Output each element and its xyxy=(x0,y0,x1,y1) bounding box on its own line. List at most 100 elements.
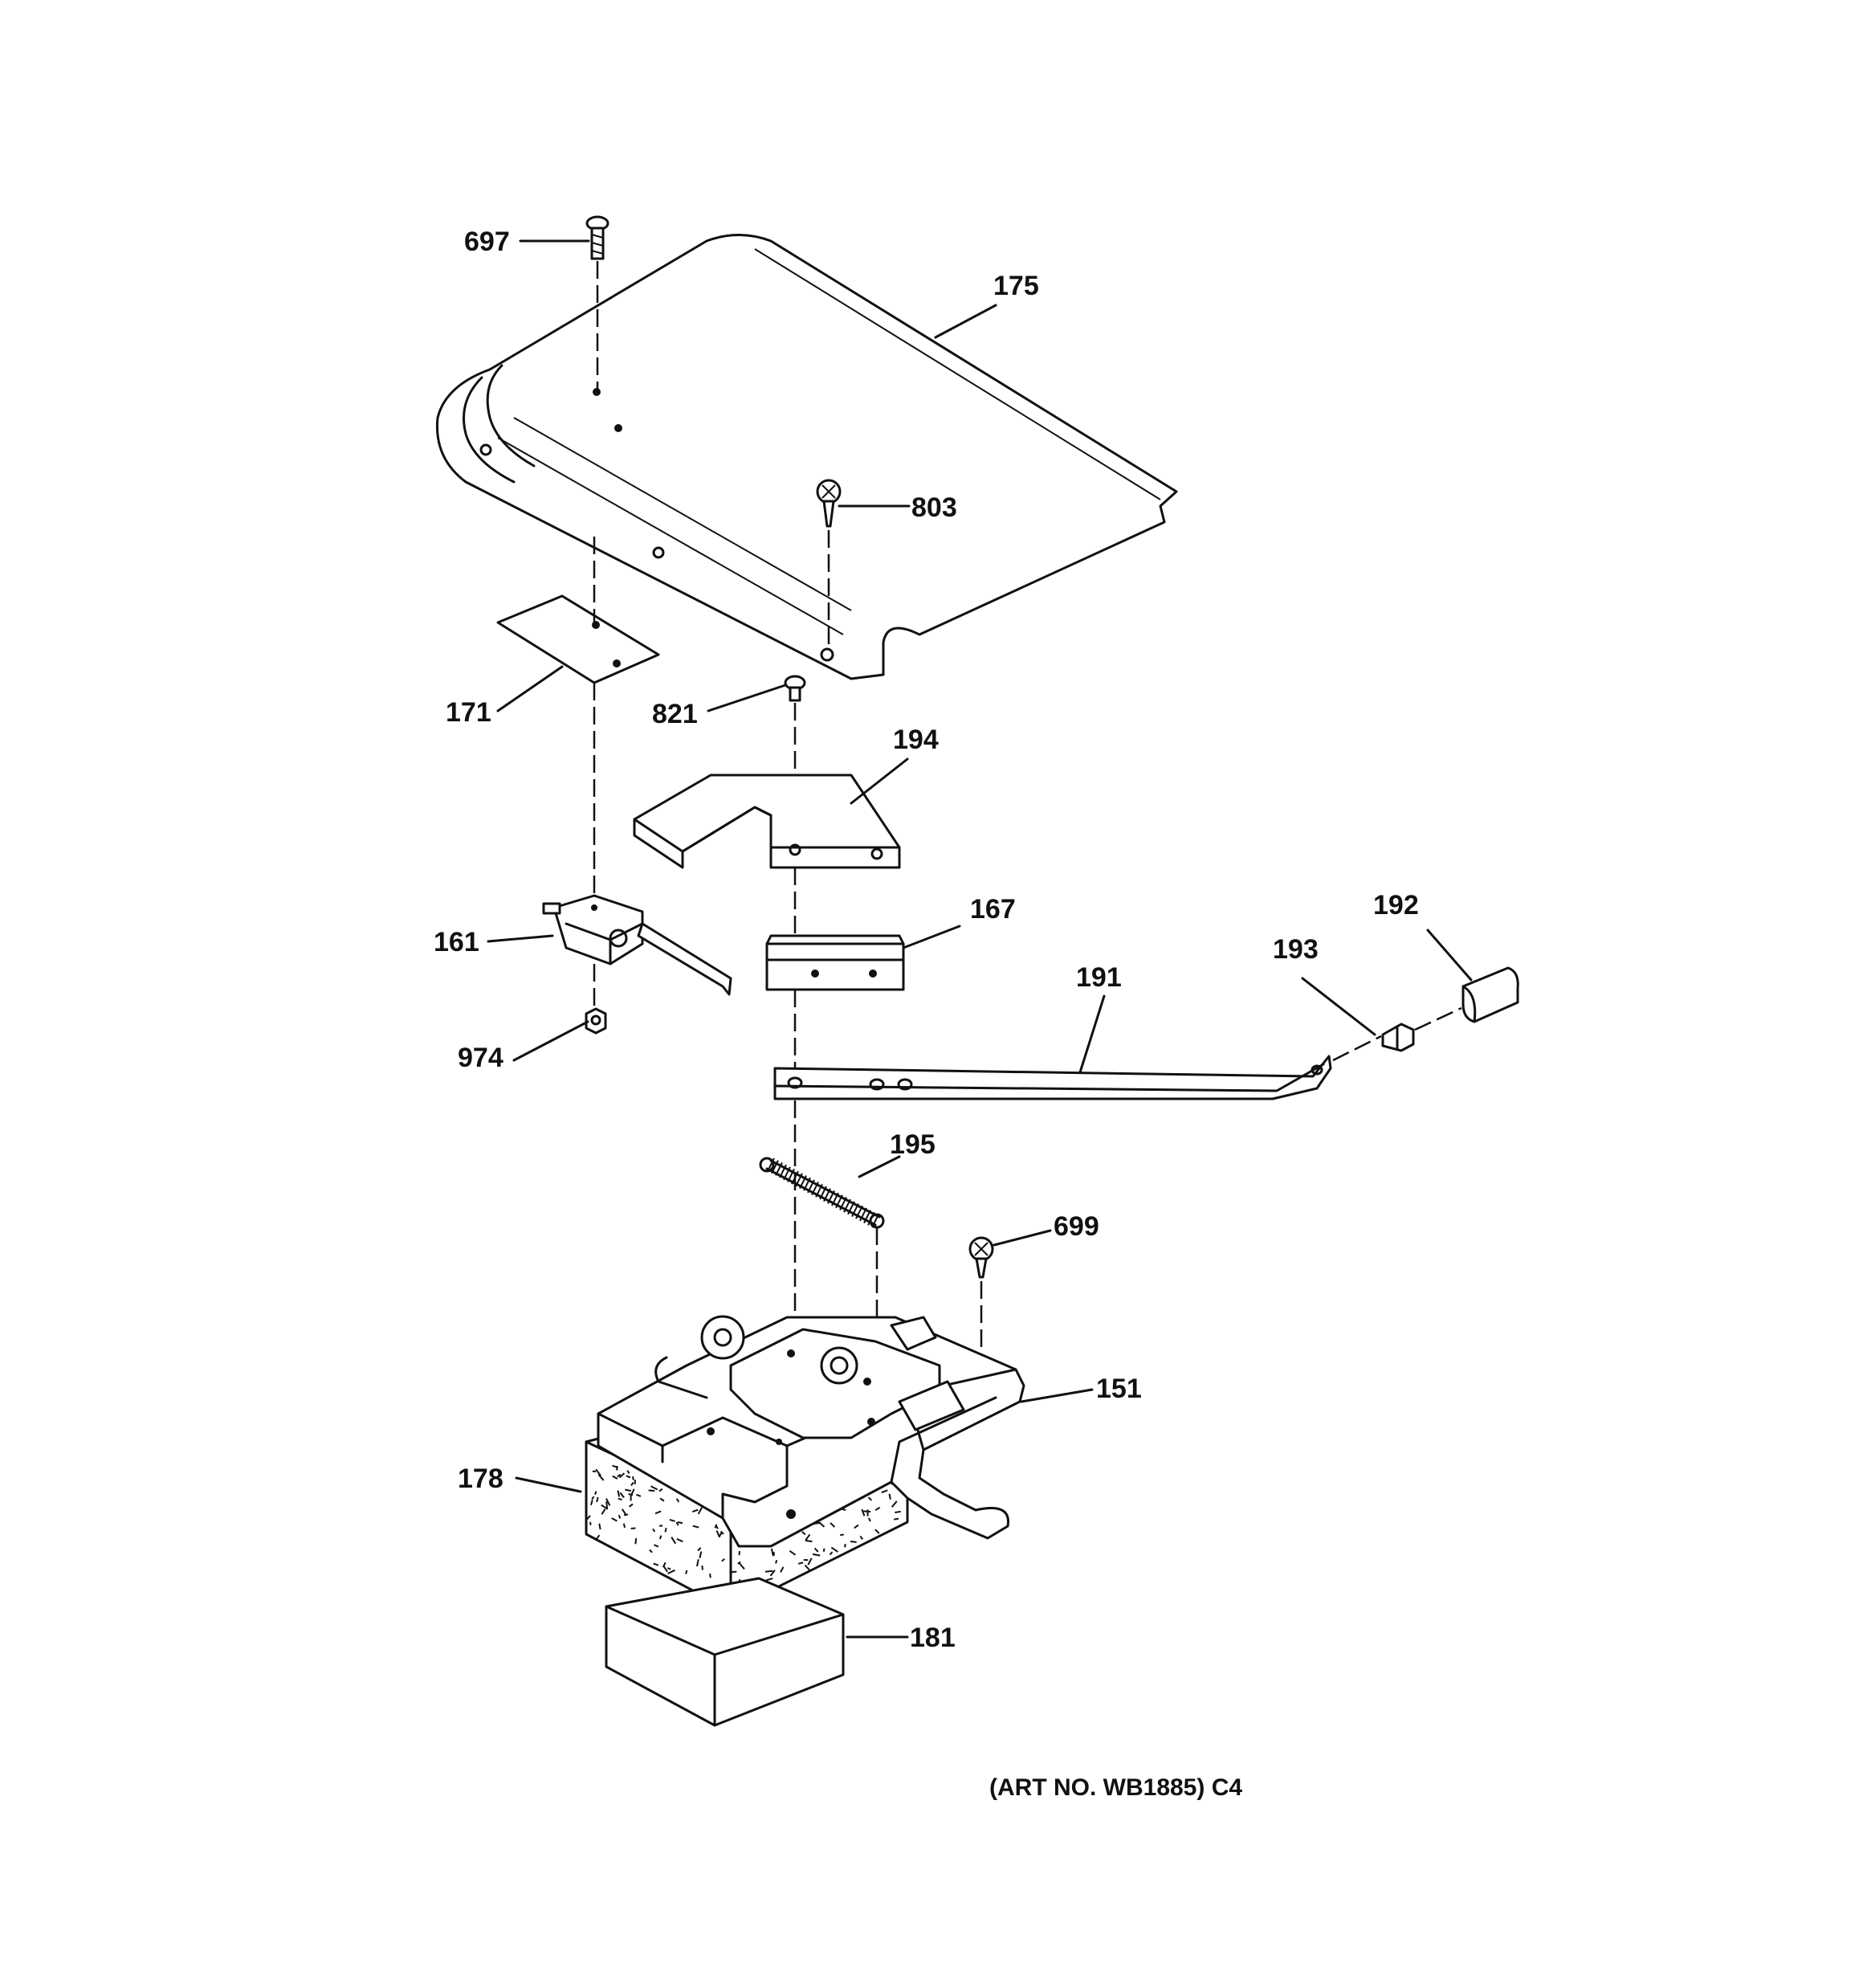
insulation-speckle xyxy=(611,1517,618,1522)
insulation-speckle xyxy=(769,1570,776,1577)
insulation-speckle xyxy=(894,1517,899,1521)
callout-803: 803 xyxy=(911,492,957,523)
insulation-speckle xyxy=(636,1493,642,1497)
insulation-speckle xyxy=(625,1488,631,1492)
insulation-speckle xyxy=(612,1464,619,1468)
insulation-speckle xyxy=(594,1534,601,1541)
insulation-speckle xyxy=(720,1530,724,1535)
insulation-speckle xyxy=(867,1496,873,1501)
insulation-speckle xyxy=(789,1549,797,1556)
insulation-speckle xyxy=(630,1481,634,1486)
insulation-speckle xyxy=(775,1559,778,1564)
insulation-speckle xyxy=(701,1565,703,1570)
insulation-speckle xyxy=(619,1492,625,1499)
insulation-speckle xyxy=(654,1510,662,1515)
callout-labels: 697 175 803 171 821 194 161 167 192 193 … xyxy=(434,227,1419,1653)
insulation-speckle xyxy=(697,1507,703,1515)
insulation-speckle xyxy=(658,1535,662,1540)
callout-192: 192 xyxy=(1373,890,1419,921)
insulation-speckle xyxy=(844,1543,846,1548)
callout-175: 175 xyxy=(993,271,1039,301)
callout-193: 193 xyxy=(1273,934,1319,965)
callout-697: 697 xyxy=(464,227,510,257)
insulation-speckle xyxy=(801,1531,806,1536)
insulation-speckle xyxy=(874,1506,881,1512)
insulation-speckle xyxy=(738,1562,745,1570)
insulation-speckle xyxy=(628,1503,634,1508)
insulation-speckle xyxy=(597,1474,605,1481)
part-191-lever-arm xyxy=(773,1055,1332,1100)
insulation-speckle xyxy=(598,1523,601,1530)
callout-171: 171 xyxy=(446,697,491,728)
insulation-speckle xyxy=(605,1501,609,1510)
insulation-speckle xyxy=(634,1537,638,1545)
insulation-speckle xyxy=(737,1561,741,1565)
insulation-speckle xyxy=(829,1551,834,1556)
callout-151: 151 xyxy=(1096,1374,1142,1404)
insulation-speckle xyxy=(874,1529,880,1534)
insulation-speckle xyxy=(691,1508,699,1513)
insulation-speckle xyxy=(589,1521,592,1525)
insulation-speckle xyxy=(594,1491,597,1496)
insulation-speckle xyxy=(650,1485,658,1491)
insulation-speckle xyxy=(854,1524,859,1529)
insulation-speckle xyxy=(654,1544,659,1548)
insulation-speckle xyxy=(805,1533,811,1541)
insulation-speckle xyxy=(840,1533,844,1537)
insulation-speckle xyxy=(859,1535,864,1540)
insulation-speckle xyxy=(622,1523,626,1529)
insulation-speckle xyxy=(797,1561,804,1565)
insulation-speckle xyxy=(589,1500,593,1506)
insulation-speckle xyxy=(868,1517,871,1522)
insulation-speckle xyxy=(830,1522,836,1528)
insulation-speckle xyxy=(709,1573,711,1578)
insulation-speckle xyxy=(671,1537,677,1545)
insulation-speckle xyxy=(618,1497,622,1501)
part-195-spring xyxy=(759,1157,885,1229)
callout-161: 161 xyxy=(434,927,479,957)
insulation-speckle xyxy=(850,1541,857,1543)
insulation-speckle xyxy=(658,1488,663,1492)
insulation-speckle xyxy=(632,1476,634,1480)
insulation-speckle xyxy=(662,1561,667,1568)
callout-194: 194 xyxy=(893,725,939,755)
part-193-clip xyxy=(1381,1023,1415,1052)
leader-lines xyxy=(487,239,1473,1639)
insulation-speckle xyxy=(649,1549,653,1553)
part-175-cover-panel xyxy=(435,234,1178,680)
insulation-speckle xyxy=(807,1557,813,1565)
insulation-speckle xyxy=(652,1528,656,1533)
callout-974: 974 xyxy=(458,1043,503,1073)
insulation-speckle xyxy=(648,1489,655,1492)
insulation-speckle xyxy=(669,1518,675,1522)
insulation-speckle xyxy=(714,1524,718,1529)
insulation-speckle xyxy=(621,1508,627,1516)
part-697-screw xyxy=(585,215,609,260)
callout-699: 699 xyxy=(1054,1211,1099,1242)
insulation-speckle xyxy=(675,1521,679,1526)
insulation-speckle xyxy=(822,1548,826,1552)
insulation-speckle xyxy=(721,1557,725,1562)
insulation-speckle xyxy=(653,1562,659,1566)
insulation-speckle xyxy=(804,1564,811,1572)
insulation-speckle xyxy=(699,1551,703,1559)
part-171-pad xyxy=(496,594,660,684)
callout-181: 181 xyxy=(910,1623,956,1653)
part-974-nut xyxy=(585,1007,607,1035)
callout-167: 167 xyxy=(970,894,1016,925)
insulation-speckle xyxy=(696,1559,699,1567)
insulation-speckle xyxy=(605,1498,611,1506)
insulation-speckle xyxy=(861,1508,866,1517)
part-803-screw xyxy=(816,479,842,528)
insulation-speckle xyxy=(812,1553,821,1557)
insulation-speckle xyxy=(601,1504,607,1509)
insulation-speckle xyxy=(675,1498,680,1503)
insulation-speckle xyxy=(891,1500,898,1508)
insulation-speckle xyxy=(765,1578,773,1582)
callout-191: 191 xyxy=(1076,962,1122,993)
insulation-speckle xyxy=(586,1515,591,1521)
callout-195: 195 xyxy=(890,1129,936,1160)
insulation-speckle xyxy=(626,1470,630,1475)
insulation-speckle xyxy=(618,1514,622,1519)
